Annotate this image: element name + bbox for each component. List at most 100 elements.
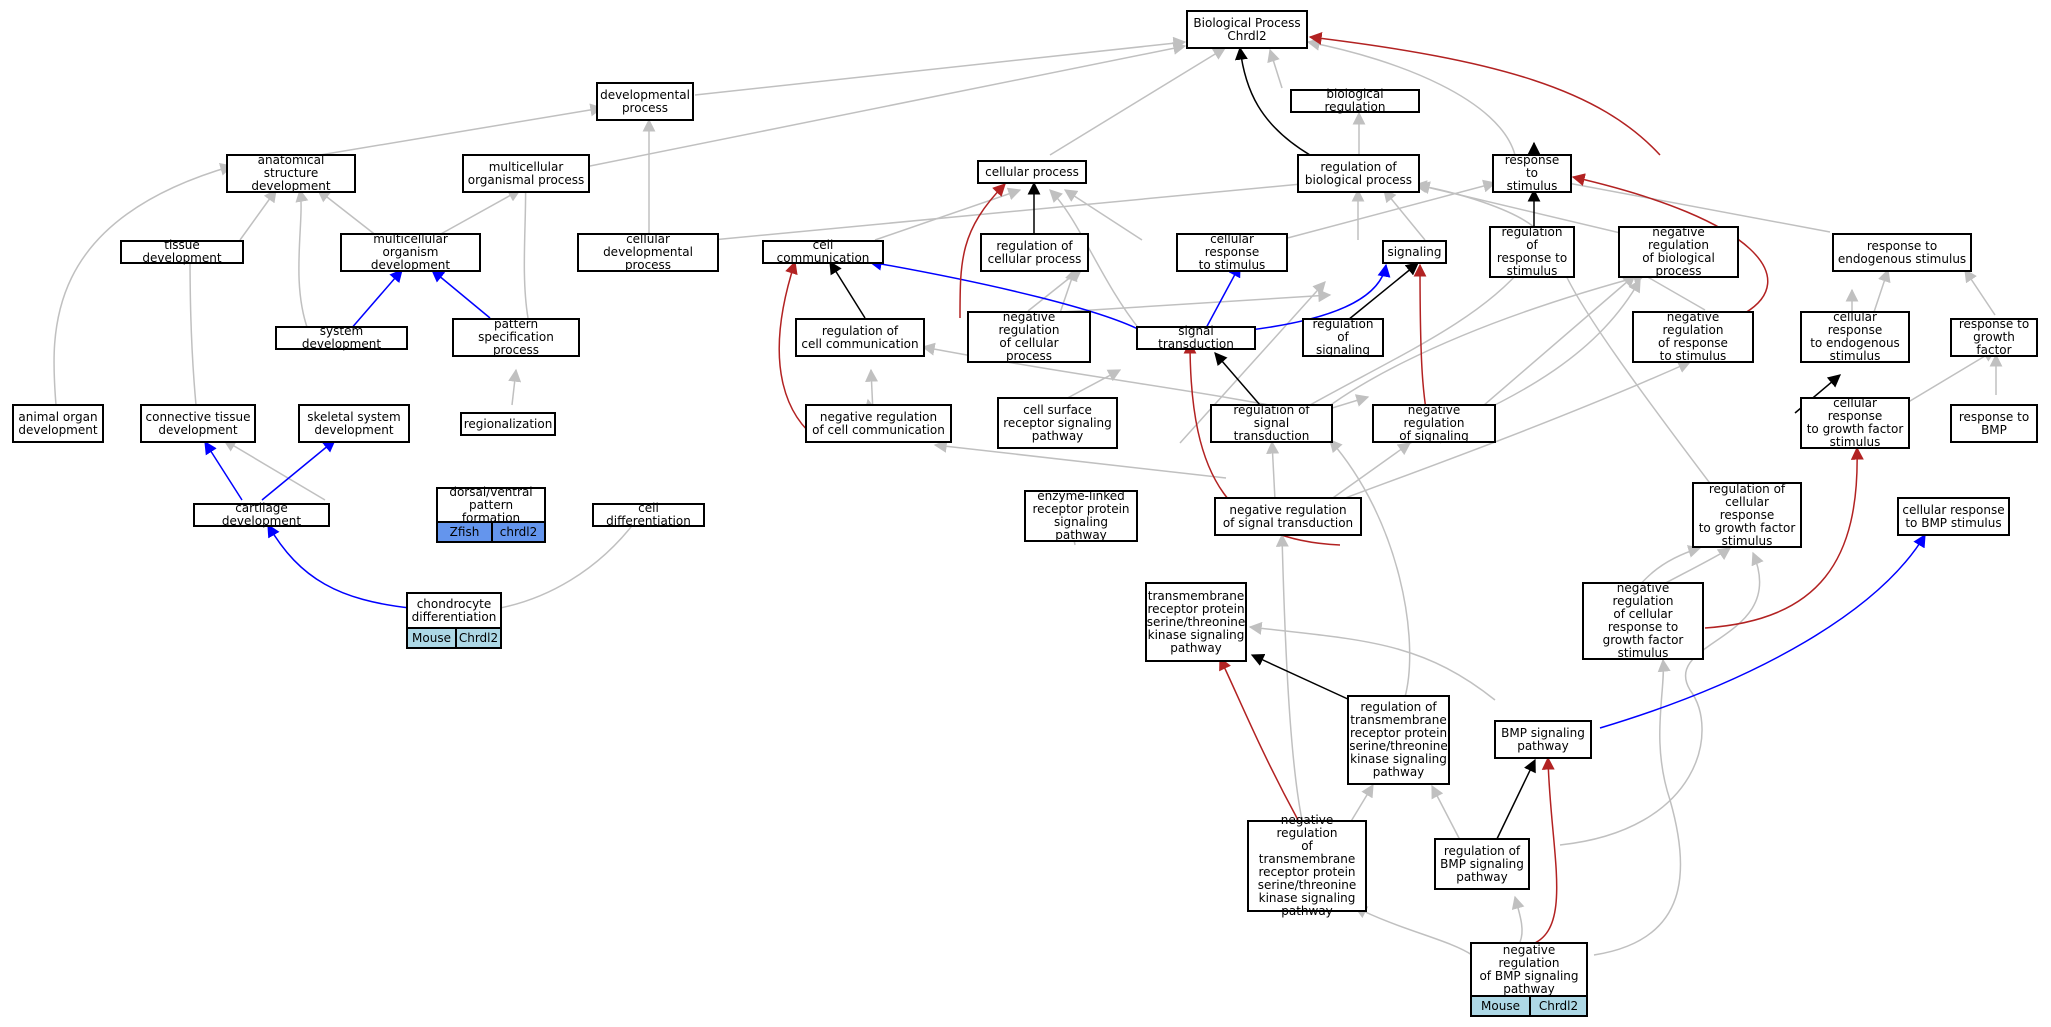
- node-cellular-response-to-endogenous-stimulus[interactable]: cellular response to endogenous stimulus: [1800, 311, 1910, 363]
- node-chondrocyte-differentiation[interactable]: chondrocyte differentiation: [406, 592, 502, 629]
- node-cellular-process[interactable]: cellular process: [977, 160, 1087, 184]
- node-cellular-response-to-stimulus[interactable]: cellular response to stimulus: [1176, 233, 1288, 272]
- node-pattern-specification-process[interactable]: pattern specification process: [452, 318, 580, 357]
- edge: [53, 163, 234, 406]
- edge: [429, 189, 522, 241]
- edge: [1347, 262, 1420, 321]
- edge: [1329, 442, 1412, 501]
- edge: [579, 41, 1187, 169]
- edge: [1529, 756, 1558, 946]
- node-regulation-of-bmp-signaling-pathway[interactable]: regulation of BMP signaling pathway: [1434, 838, 1530, 890]
- node-response-to-bmp[interactable]: response to BMP: [1950, 404, 2038, 443]
- edge: [316, 189, 383, 241]
- edge: [239, 188, 277, 241]
- node-animal-organ-development[interactable]: animal organ development: [12, 404, 104, 443]
- edge: [1559, 551, 1764, 846]
- node-regulation-of-cellular-process[interactable]: regulation of cellular process: [980, 233, 1089, 272]
- node-negative-regulation-of-biological-process[interactable]: negative regulation of biological proces…: [1618, 226, 1739, 278]
- node-skeletal-system-development[interactable]: skeletal system development: [298, 404, 410, 443]
- node-negative-regulation-of-signaling[interactable]: negative regulation of signaling: [1372, 404, 1496, 443]
- species-tag-mouse: Mouse: [1470, 995, 1531, 1017]
- edge: [1267, 48, 1283, 89]
- node-tissue-development[interactable]: tissue development: [120, 239, 244, 265]
- edge: [1306, 37, 1516, 156]
- node-regulation-of-transmembrane-receptor-protein-serine-threonine-kinase-signaling-pathway[interactable]: regulation of transmembrane receptor pro…: [1347, 695, 1450, 785]
- node-cell-surface-receptor-signaling-pathway[interactable]: cell surface receptor signaling pathway: [997, 397, 1118, 449]
- edge: [349, 269, 403, 331]
- node-bmp-signaling-pathway[interactable]: BMP signaling pathway: [1494, 720, 1592, 759]
- edge: [1599, 533, 1926, 729]
- node-negative-regulation-of-cellular-process[interactable]: negative regulation of cellular process: [967, 311, 1091, 363]
- node-regulation-of-biological-process[interactable]: regulation of biological process: [1297, 154, 1420, 193]
- species-tag-mouse: Mouse: [406, 627, 457, 649]
- edge: [1556, 258, 1716, 491]
- node-negative-regulation-of-bmp-signaling-pathway[interactable]: negative regulation of BMP signaling pat…: [1470, 942, 1588, 997]
- node-regulation-of-signaling[interactable]: regulation of signaling: [1302, 318, 1384, 357]
- node-dorsal-ventral-pattern-formation[interactable]: dorsal/ventral pattern formation: [436, 485, 546, 524]
- node-enzyme-linked-receptor-protein-signaling-pathway[interactable]: enzyme-linked receptor protein signaling…: [1024, 490, 1138, 542]
- edge: [267, 523, 411, 609]
- node-signal-transduction[interactable]: signal transduction: [1136, 325, 1256, 351]
- node-response-to-stimulus[interactable]: response to stimulus: [1492, 154, 1572, 193]
- node-connective-tissue-development[interactable]: connective tissue development: [140, 404, 256, 443]
- node-signaling[interactable]: signaling: [1382, 240, 1447, 264]
- node-negative-regulation-of-cellular-response-to-growth-factor-stimulus[interactable]: negative regulation of cellular response…: [1582, 582, 1704, 660]
- node-regionalization[interactable]: regionalization: [460, 412, 556, 436]
- edge: [1204, 263, 1241, 331]
- node-multicellular-organismal-process[interactable]: multicellular organismal process: [462, 154, 590, 193]
- edge: [829, 260, 866, 319]
- node-biological-regulation[interactable]: biological regulation: [1290, 88, 1420, 114]
- edge: [1872, 268, 1891, 316]
- edge: [1179, 281, 1326, 444]
- node-transmembrane-receptor-protein-serine-threonine-kinase-signaling-pathway[interactable]: transmembrane receptor protein serine/th…: [1145, 582, 1247, 662]
- edge: [1349, 783, 1374, 824]
- node-biological-process[interactable]: Biological Process Chrdl2: [1186, 10, 1308, 49]
- node-anatomical-structure-development[interactable]: anatomical structure development: [226, 154, 356, 193]
- edge: [1964, 268, 1996, 316]
- edge: [430, 269, 491, 319]
- node-regulation-of-cellular-response-to-growth-factor-stimulus[interactable]: regulation of cellular response to growt…: [1692, 482, 1802, 548]
- edge: [204, 440, 243, 501]
- edge: [1234, 46, 1311, 156]
- node-developmental-process[interactable]: developmental process: [596, 82, 694, 121]
- edge: [222, 439, 326, 501]
- node-negative-regulation-of-cell-communication[interactable]: negative regulation of cell communicatio…: [805, 404, 952, 443]
- node-cell-communication[interactable]: cell communication: [762, 239, 884, 265]
- node-system-development[interactable]: system development: [275, 325, 408, 351]
- edge: [1214, 352, 1261, 406]
- edge: [1593, 658, 1682, 956]
- edge: [1219, 656, 1299, 821]
- edge: [1308, 31, 1661, 156]
- edge: [1431, 784, 1461, 841]
- node-negative-regulation-of-transmembrane-receptor-protein-serine-threonine-kinase-signaling-pathway[interactable]: negative regulation of transmembrane rec…: [1247, 814, 1367, 918]
- node-response-to-growth-factor[interactable]: response to growth factor: [1950, 318, 2038, 357]
- node-cell-differentiation[interactable]: cell differentiation: [592, 502, 705, 528]
- node-cellular-response-to-bmp-stimulus[interactable]: cellular response to BMP stimulus: [1897, 497, 2010, 536]
- edge: [1043, 289, 1332, 314]
- node-negative-regulation-of-signal-transduction[interactable]: negative regulation of signal transducti…: [1214, 497, 1362, 536]
- node-cellular-response-to-growth-factor-stimulus[interactable]: cellular response to growth factor stimu…: [1800, 397, 1910, 449]
- node-cartilage-development[interactable]: cartilage development: [193, 502, 330, 528]
- node-negative-regulation-of-response-to-stimulus[interactable]: negative regulation of response to stimu…: [1632, 311, 1754, 363]
- node-cellular-developmental-process[interactable]: cellular developmental process: [577, 233, 719, 272]
- node-regulation-of-response-to-stimulus[interactable]: regulation of response to stimulus: [1489, 226, 1575, 278]
- edge: [1309, 263, 1526, 406]
- edge: [1183, 340, 1341, 546]
- node-response-to-endogenous-stimulus[interactable]: response to endogenous stimulus: [1832, 233, 1972, 272]
- gene-tag-chrdl2: Chrdl2: [1529, 995, 1588, 1017]
- node-multicellular-organism-development[interactable]: multicellular organism development: [340, 233, 481, 272]
- edge: [711, 177, 1314, 241]
- node-regulation-of-signal-transduction[interactable]: regulation of signal transduction: [1210, 404, 1333, 443]
- edge: [1329, 439, 1411, 698]
- edge: [1659, 547, 1732, 587]
- edge: [1511, 895, 1525, 943]
- edge: [959, 183, 1006, 319]
- edge: [1494, 758, 1536, 844]
- edge: [1894, 349, 1997, 411]
- edge: [1275, 533, 1303, 821]
- edge: [1049, 47, 1227, 156]
- node-regulation-of-cell-communication[interactable]: regulation of cell communication: [795, 318, 925, 357]
- edge: [499, 506, 646, 609]
- edge: [1279, 179, 1497, 241]
